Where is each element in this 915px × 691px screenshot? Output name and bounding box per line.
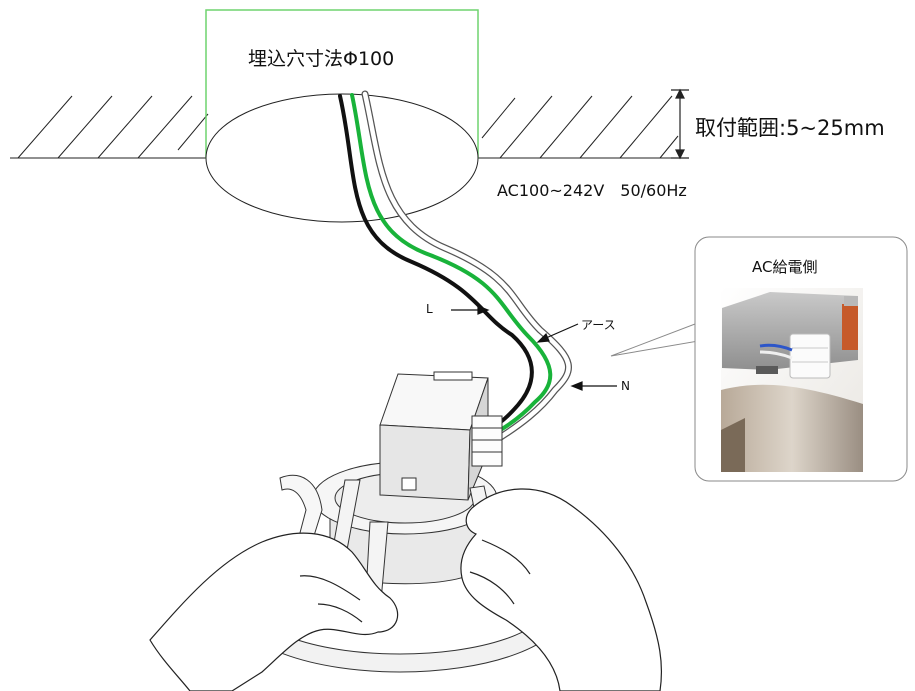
power-spec-label: AC100~242V 50/60Hz bbox=[497, 181, 687, 200]
wire-pointers bbox=[451, 305, 617, 391]
left-hand bbox=[149, 532, 399, 691]
mount-range-label: 取付範囲:5~25mm bbox=[695, 116, 885, 140]
installer-hands bbox=[149, 488, 663, 691]
ac-side-photo bbox=[721, 288, 863, 472]
mount-range-arrow bbox=[671, 88, 689, 160]
live-wire-label: L bbox=[426, 302, 433, 316]
right-hand bbox=[460, 488, 663, 691]
neutral-wire-label: N bbox=[621, 379, 630, 393]
earth-wire bbox=[350, 93, 553, 438]
ceiling-hatch-left bbox=[10, 95, 209, 159]
live-wire bbox=[338, 94, 534, 434]
ceiling-hatch-right bbox=[478, 95, 680, 159]
callout-title: AC給電側 bbox=[752, 258, 818, 276]
earth-wire-label: アース bbox=[581, 318, 616, 332]
wire-bundle bbox=[338, 90, 572, 444]
cutout-dimension-label: 埋込穴寸法Φ100 bbox=[248, 48, 395, 70]
callout bbox=[610, 236, 908, 482]
ceiling-hole bbox=[205, 93, 479, 223]
